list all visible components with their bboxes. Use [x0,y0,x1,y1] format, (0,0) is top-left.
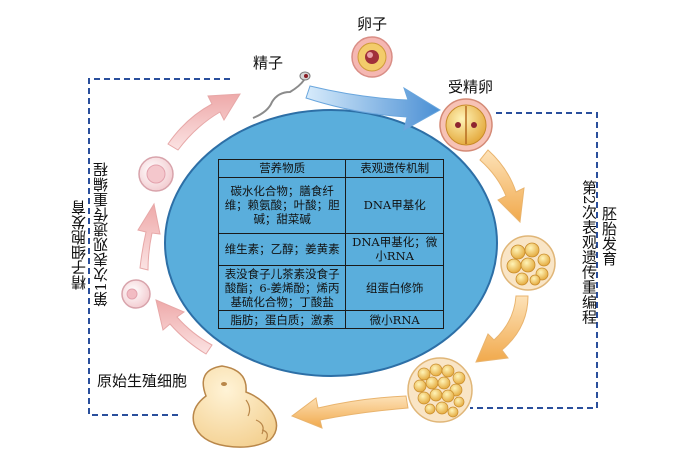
first-reprogramming-label: 第1次表观遗传重编程 [92,162,110,307]
orange-arrow-2 [475,295,529,363]
mechanism-cell: 组蛋白修饰 [345,265,444,312]
right-dashed-bracket [470,112,598,409]
primordial-germ-cell [121,279,151,309]
morula-cell [500,235,556,291]
sperm-cell [252,71,311,119]
pink-arrow-2 [137,202,161,271]
table-row: 脂肪；蛋白质；激素 微小RNA [217,310,444,329]
second-reprogramming-label: 第2次表观遗传重编程 [580,180,598,325]
fertilization-arrow [305,85,441,131]
pink-arrow-3 [167,93,241,151]
primordial-germ-cell-label: 原始生殖细胞 [97,372,188,390]
nutrients-cell: 维生素；乙醇；姜黄素 [217,232,347,267]
sperm-label: 精子 [253,54,284,72]
egg-cell [351,36,393,78]
mechanism-cell: 微小RNA [345,310,444,329]
embryo-illustration [192,365,278,448]
spermatid-cell [138,156,174,192]
header-mechanism: 表观遗传机制 [345,159,444,178]
nutrient-epigenetic-table: 营养物质 表观遗传机制 碳水化合物；膳食纤维；赖氨酸；叶酸；胆碱；甜菜碱 DNA… [217,159,444,329]
zygote-label: 受精卵 [448,78,494,96]
embryo-development-label: 胚胎发育 [600,206,618,266]
nutrients-cell: 碳水化合物；膳食纤维；赖氨酸；叶酸；胆碱；甜菜碱 [217,176,347,234]
mechanism-cell: DNA甲基化 [345,176,444,234]
table-row: 表没食子儿茶素没食子酸酯；6-姜烯酚；烯丙基硫化合物；丁酸盐 组蛋白修饰 [217,265,444,312]
zygote-cell [439,98,493,152]
table-header-row: 营养物质 表观遗传机制 [217,159,444,178]
left-dashed-bracket [88,78,230,416]
nutrients-cell: 表没食子儿茶素没食子酸酯；6-姜烯酚；烯丙基硫化合物；丁酸盐 [217,265,347,312]
sperm-cell-development-label: 精子细胞发育 [70,200,88,290]
table-row: 维生素；乙醇；姜黄素 DNA甲基化；微小RNA [217,232,444,267]
egg-label: 卵子 [357,15,388,33]
mechanism-cell: DNA甲基化；微小RNA [345,232,444,267]
blastocyst-cell [407,357,473,423]
pink-arrow-1 [155,299,213,355]
header-nutrients: 营养物质 [217,159,347,178]
orange-arrow-3 [290,395,409,429]
table-row: 碳水化合物；膳食纤维；赖氨酸；叶酸；胆碱；甜菜碱 DNA甲基化 [217,176,444,234]
nutrients-cell: 脂肪；蛋白质；激素 [217,310,347,329]
orange-arrow-1 [479,149,525,224]
